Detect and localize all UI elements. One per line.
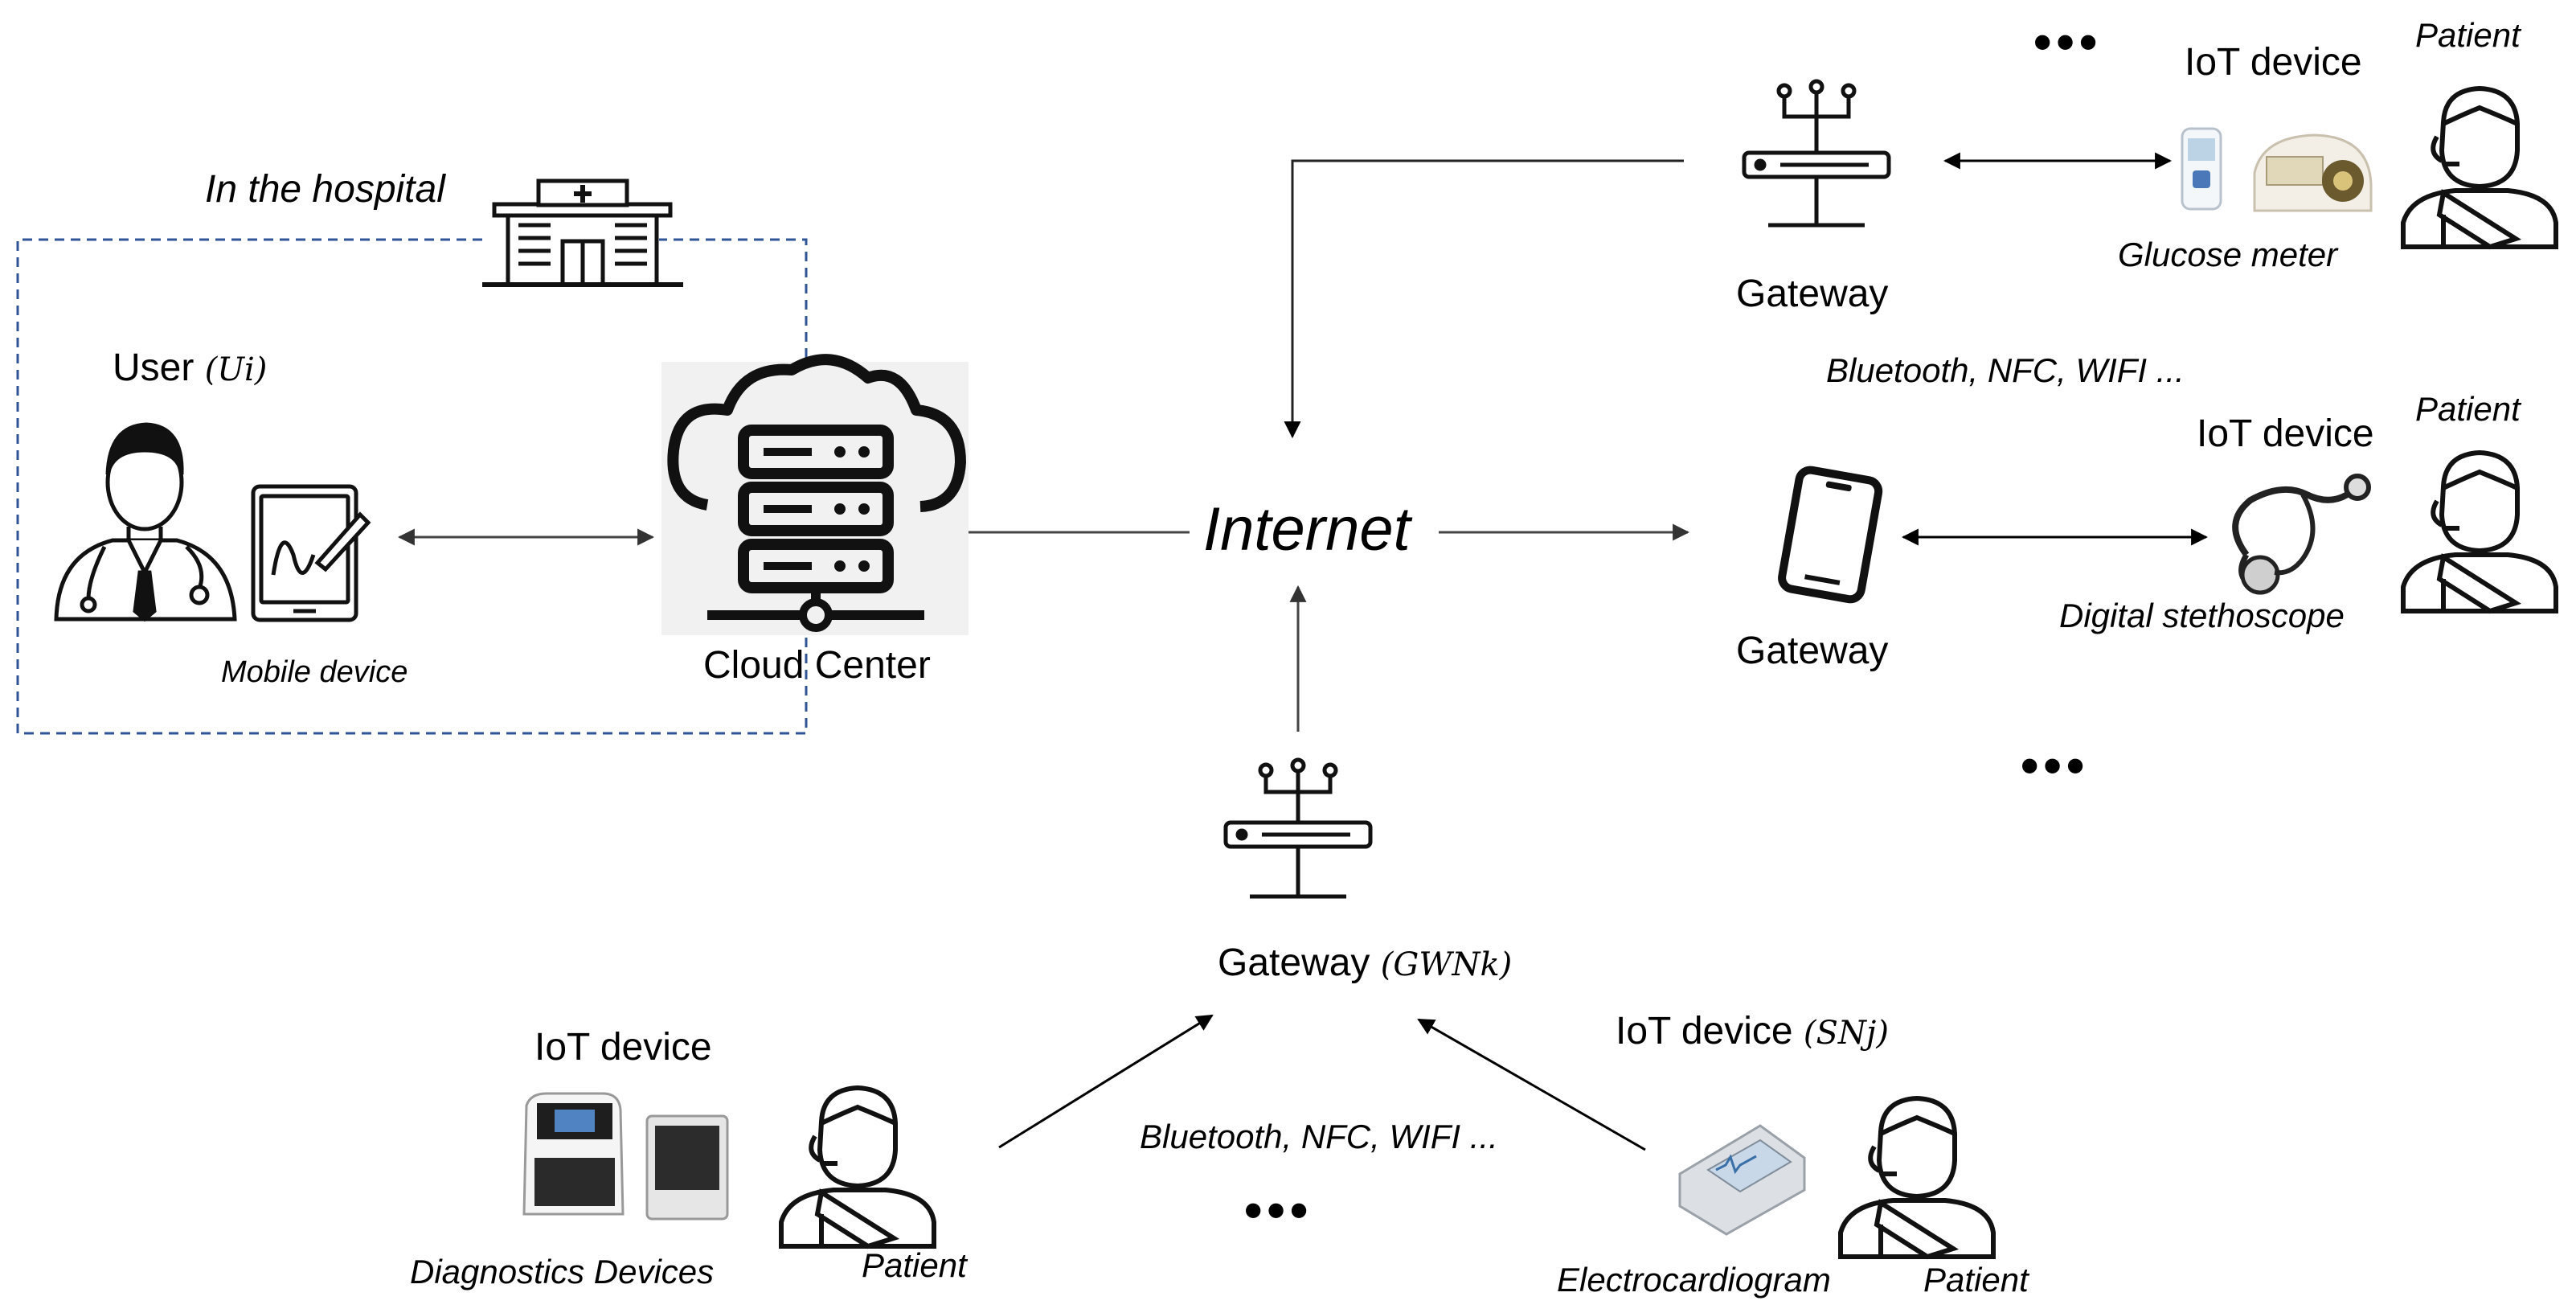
mid-patient-label: Patient <box>2415 390 2521 428</box>
right-patient-label: Patient <box>1923 1261 2029 1299</box>
top-gateway-internet-link <box>1284 159 1684 439</box>
hospital-icon <box>482 178 683 287</box>
bottom-ellipsis: ••• <box>1244 1181 1313 1239</box>
mid-protocols-label: Bluetooth, NFC, WIFI ... <box>1826 351 2185 389</box>
user-label: User (Ui) <box>113 346 267 390</box>
patient-icon-top <box>2401 85 2558 250</box>
right-iot-device-text: IoT device <box>1616 1010 1793 1052</box>
doctor-icon <box>54 422 237 622</box>
tablet-icon <box>251 484 371 622</box>
digital-stethoscope-label: Digital stethoscope <box>2059 597 2345 634</box>
patient-icon-bottom-left <box>779 1085 936 1249</box>
glucose-meter-icon <box>2181 127 2373 212</box>
router-icon-top <box>1742 79 1891 228</box>
left-patient-label: Patient <box>862 1246 967 1284</box>
bottom-gateway-text: Gateway <box>1218 942 1370 984</box>
diagnostics-devices-label: Diagnostics Devices <box>410 1253 715 1290</box>
top-ellipsis: ••• <box>2033 13 2103 71</box>
left-iot-device-label: IoT device <box>534 1026 712 1069</box>
mid-ellipsis: ••• <box>2021 737 2090 794</box>
cloud-server-icon <box>661 354 969 635</box>
bottom-gateway-label: Gateway (GWNk) <box>1218 941 1512 985</box>
glucose-meter-label: Glucose meter <box>2118 236 2338 273</box>
top-gateway-label: Gateway <box>1736 273 1889 315</box>
top-patient-label: Patient <box>2415 16 2521 54</box>
patient-icon-middle <box>2401 449 2558 614</box>
user-symbol: (Ui) <box>204 351 268 388</box>
mobile-device-label: Mobile device <box>221 655 408 689</box>
phone-icon <box>1778 466 1883 604</box>
electrocardiogram-icon <box>1678 1124 1806 1236</box>
cloud-center-label: Cloud Center <box>703 644 931 687</box>
hospital-boundary <box>16 238 808 735</box>
router-icon-bottom <box>1223 757 1373 899</box>
mid-iot-device-label: IoT device <box>2197 412 2374 455</box>
internet-label: Internet <box>1203 495 1411 564</box>
hospital-title: In the hospital <box>205 168 445 211</box>
right-iot-device-label: IoT device (SNj) <box>1616 1009 1889 1053</box>
mid-gateway-label: Gateway <box>1736 630 1889 672</box>
patient-icon-bottom-right <box>1838 1095 1996 1260</box>
bottom-protocols-label: Bluetooth, NFC, WIFI ... <box>1140 1118 1498 1155</box>
right-iot-device-symbol: (SNj) <box>1803 1015 1889 1052</box>
right-device-gateway-link <box>1417 1018 1646 1151</box>
bottom-gateway-symbol: (GWNk) <box>1380 946 1513 983</box>
stethoscope-icon <box>2232 474 2371 595</box>
electrocardiogram-label: Electrocardiogram <box>1557 1261 1831 1299</box>
diagnostics-devices-icon <box>522 1092 729 1221</box>
user-label-text: User <box>113 347 195 389</box>
left-device-gateway-link <box>998 1014 1214 1149</box>
top-iot-device-label: IoT device <box>2185 41 2362 84</box>
